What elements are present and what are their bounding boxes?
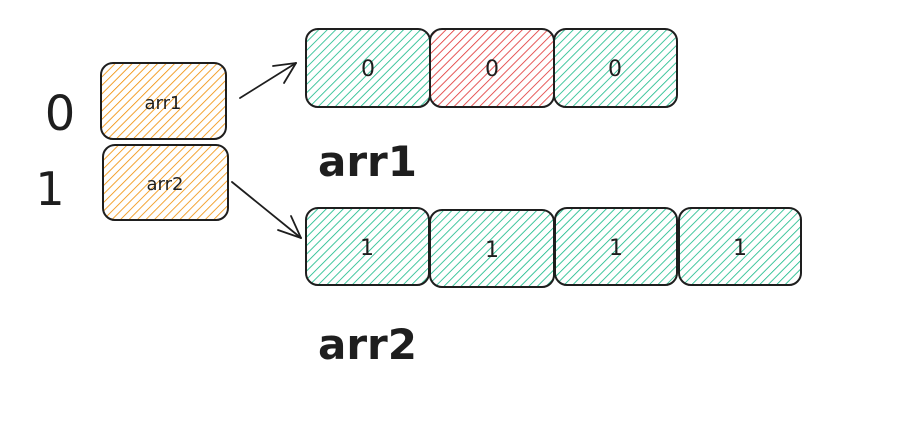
array-cell-value: 1 [360, 236, 374, 261]
array-cell: 1 [305, 207, 430, 286]
array-cell: 0 [305, 28, 431, 108]
arrow-arr1 [239, 62, 297, 99]
array-cell: 1 [678, 207, 802, 286]
pointer-box-arr1: arr1 [100, 62, 227, 140]
index-label-0: 0 [45, 86, 76, 142]
array-cell: 0 [553, 28, 678, 108]
array-arr1: 0 0 0 [305, 28, 678, 108]
array-cell-value: 1 [609, 236, 623, 261]
array-cell-value: 0 [361, 57, 375, 82]
array-label-arr2: arr2 [318, 320, 417, 369]
index-label-1: 1 [35, 162, 64, 216]
pointer-box-arr2: arr2 [102, 144, 229, 221]
array-label-arr1: arr1 [318, 137, 417, 186]
array-cell: 0 [429, 28, 555, 108]
pointer-label-arr1: arr1 [145, 93, 182, 114]
array-cell-value: 1 [485, 238, 499, 263]
pointer-label-arr2: arr2 [147, 174, 184, 195]
array-cell-value: 1 [733, 236, 747, 261]
array-cell-value: 0 [485, 57, 499, 82]
array-cell: 1 [429, 209, 555, 288]
array-arr2: 1 1 1 1 [305, 207, 802, 288]
arrow-arr2 [231, 181, 302, 239]
array-cell-value: 0 [608, 57, 622, 82]
array-cell: 1 [554, 207, 678, 286]
